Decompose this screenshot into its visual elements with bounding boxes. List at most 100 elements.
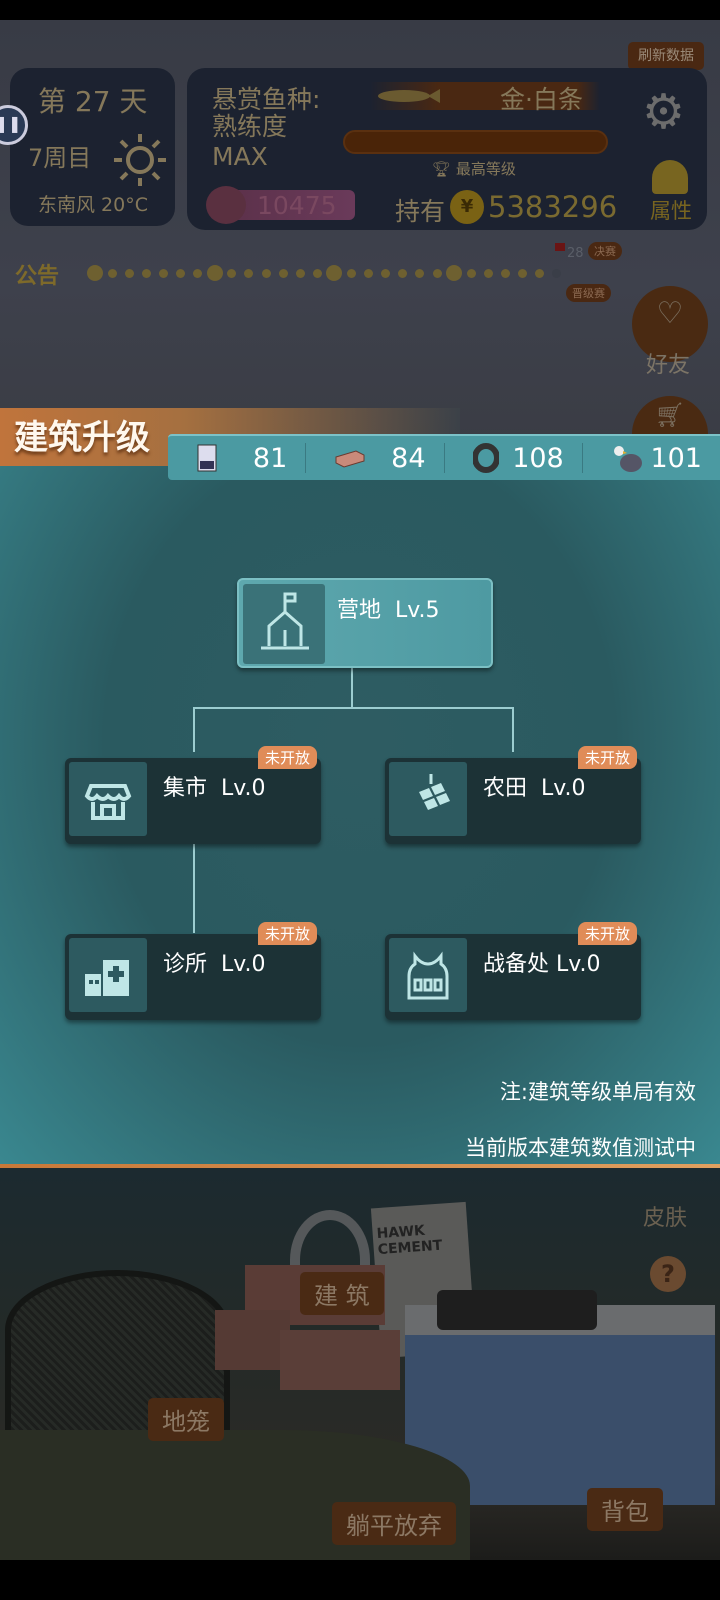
tree-connector [193, 707, 195, 752]
timeline-dot [483, 268, 493, 278]
bounty-fish-name: 金·白条 [500, 85, 583, 114]
backpack-button[interactable]: 背包 [587, 1488, 663, 1531]
round-label: 7周目 [28, 144, 92, 172]
give-up-button[interactable]: 躺平放弃 [332, 1502, 456, 1545]
tree-connector [193, 838, 195, 933]
weather-label: 东南风 20°C [38, 194, 148, 216]
timeline-dot [432, 268, 442, 278]
proficiency-label: 熟练度 [212, 112, 288, 141]
help-icon[interactable]: ? [650, 1256, 686, 1292]
final-tag: 决赛 [588, 242, 622, 260]
building-name: 农田 Lv.0 [483, 776, 586, 801]
timeline-dot [446, 265, 463, 281]
timeline-dot [87, 265, 103, 281]
cement-bag-icon [197, 444, 217, 472]
proficiency-bar [343, 130, 608, 154]
build-button[interactable]: 建 筑 [300, 1272, 384, 1315]
timeline-dot [381, 268, 391, 278]
resource-cement: 81 [168, 442, 307, 474]
farm-icon [419, 774, 450, 810]
timeline-dot [552, 268, 562, 278]
attributes-button[interactable]: 属性 [650, 199, 692, 223]
timeline-dot [466, 268, 476, 278]
timeline-dot [347, 268, 356, 278]
coin-icon: ¥ [450, 190, 484, 224]
test-note-text: 当前版本建筑数值测试中 [465, 1136, 696, 1160]
timeline-dot [141, 268, 151, 278]
timeline-dot [278, 268, 288, 278]
skin-button[interactable]: 皮肤 [643, 1206, 688, 1231]
day-marker: 28 [567, 246, 584, 261]
timeline-dot [415, 268, 425, 278]
timeline-dot [206, 265, 223, 281]
status-bar [0, 0, 720, 20]
wire-coil-image [290, 1210, 370, 1310]
resource-value: 101 [650, 442, 702, 474]
timeline-dot [193, 268, 203, 278]
clinic-icon [85, 960, 129, 996]
brick-image [280, 1330, 400, 1390]
brick-icon [335, 450, 365, 468]
resource-brick: 84 [306, 442, 445, 474]
locked-badge: 未开放 [577, 746, 637, 769]
sun-icon [114, 134, 166, 186]
timeline-dot [107, 268, 117, 278]
building-market[interactable]: 集市 Lv.0 未开放 [65, 746, 321, 844]
panel-title: 建筑升级 [14, 418, 150, 458]
resource-bar: 81 84 108 101 [168, 434, 720, 480]
building-camp[interactable]: 营地 Lv.5 [237, 578, 493, 668]
resource-value: 81 [252, 442, 288, 474]
timeline-dot [398, 268, 408, 278]
day-label: 第 27 天 [38, 85, 148, 118]
timeline-dot [500, 268, 510, 278]
proficiency-value: MAX [212, 142, 268, 171]
resource-value: 108 [512, 442, 564, 474]
gear-wrench-icon[interactable]: ⚙ [642, 84, 686, 140]
coin-value: 5383296 [488, 190, 618, 224]
building-clinic[interactable]: 诊所 Lv.0 未开放 [65, 922, 321, 1020]
day-card [10, 68, 175, 226]
person-icon[interactable] [652, 160, 688, 194]
camp-icon [261, 592, 309, 650]
flag-icon [555, 243, 565, 251]
bounty-label: 悬赏鱼种: [212, 85, 321, 114]
timeline-dot [312, 268, 322, 278]
timeline-dot [295, 268, 305, 278]
timeline-dot [158, 268, 168, 278]
gem-icon [206, 186, 246, 224]
tree-connector [193, 707, 513, 709]
fish-cage-button[interactable]: 地笼 [148, 1398, 224, 1441]
note-text: 注:建筑等级单局有效 [499, 1080, 696, 1104]
locked-badge: 未开放 [257, 746, 317, 769]
timeline-dot [227, 268, 237, 278]
gem-value: 10475 [257, 191, 337, 220]
timeline-dot [364, 268, 374, 278]
timeline-dot [124, 268, 134, 278]
hold-label: 持有 [395, 197, 446, 226]
notice-button[interactable]: 公告 [15, 264, 60, 289]
tackle-box-image [437, 1290, 597, 1330]
building-name: 战备处 Lv.0 [483, 952, 601, 977]
locked-badge: 未开放 [577, 922, 637, 945]
promo-tag: 晋级赛 [566, 284, 611, 302]
navigation-bar [0, 1560, 720, 1600]
tree-connector [351, 668, 353, 708]
building-farm[interactable]: 农田 Lv.0 未开放 [385, 746, 641, 844]
tree-connector [512, 707, 514, 752]
timeline-dot [244, 268, 254, 278]
brick-image [215, 1310, 290, 1370]
building-armory[interactable]: 战备处 Lv.0 未开放 [385, 922, 641, 1020]
locked-badge: 未开放 [257, 922, 317, 945]
vest-icon [407, 951, 449, 1000]
resource-value: 84 [391, 442, 426, 474]
max-level-label: 🏆︎ 最高等级 [432, 160, 516, 178]
resource-wire: 108 [445, 442, 583, 474]
timeline-dot [261, 268, 271, 278]
resource-bird-cat: 101 [583, 442, 720, 474]
friends-button[interactable]: 好友 [646, 353, 691, 378]
bird-cat-icon [613, 446, 642, 472]
ghost-heart-icon[interactable]: ♡ [632, 286, 708, 362]
timeline-dot [518, 268, 527, 278]
refresh-data-button[interactable]: 刷新数据 [628, 42, 704, 70]
